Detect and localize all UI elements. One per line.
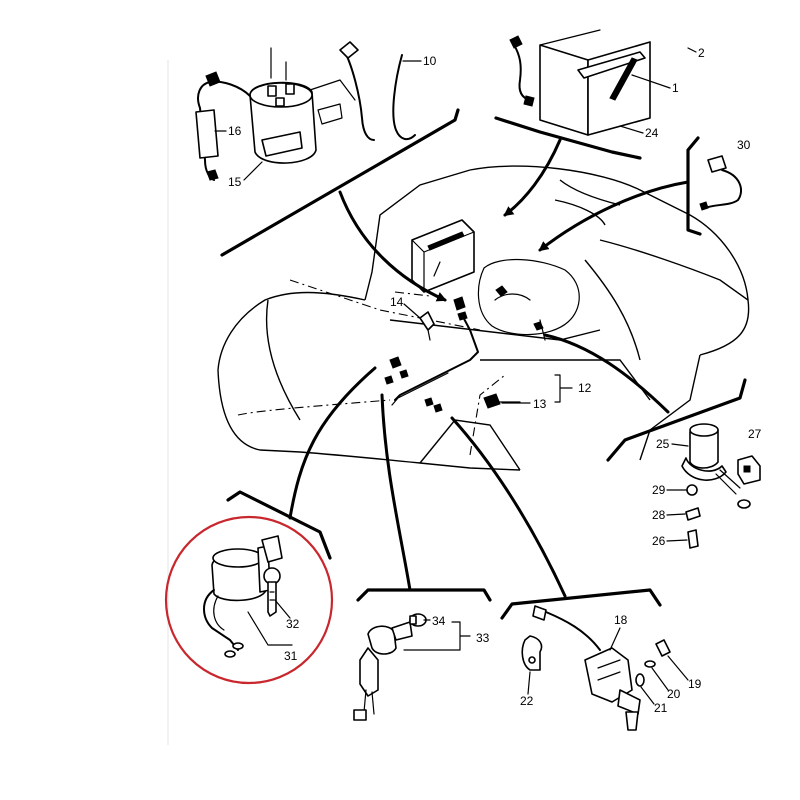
part-30-connector [699,155,742,211]
part-label-16: 16 [228,124,242,138]
dashed-reference-lines [237,279,506,456]
part-label-25: 25 [656,437,670,451]
part-label-26: 26 [652,534,666,548]
part-label-19: 19 [688,677,702,691]
battery-in-body [411,219,475,293]
part-label-12: 12 [578,381,592,395]
highlight-circle [164,515,334,685]
part-31-main-switch [203,545,271,658]
part-21-nut [635,673,645,687]
part-label-28: 28 [652,508,666,522]
bracket-bottom-right [500,588,662,620]
leader-1 [631,74,671,89]
leader-bottom-left [288,366,377,520]
part-label-33: 33 [476,631,490,645]
leader-top-left [338,190,447,302]
bracket-bottom-center [356,588,492,602]
part-14-switch [419,311,435,341]
part-2-battery-cable [509,35,535,107]
part-label-34: 34 [432,614,446,628]
part-26-bolt [687,529,699,549]
leader-19 [667,655,689,681]
leader-28 [666,513,686,516]
bracket-12-13 [554,374,573,403]
part-25-horn [681,423,751,509]
part-label-18: 18 [614,613,628,627]
leader-20 [651,667,669,691]
leader-25 [671,443,689,447]
part-28-washer [685,507,701,521]
part-22-clamp [521,635,543,671]
bracket-33-34 [403,619,471,651]
leader-26 [666,539,688,542]
leader-24 [619,125,644,134]
part-33-lamp-socket [353,621,413,721]
part-label-1: 1 [672,81,679,95]
part-1-battery-strap [577,51,646,101]
part-label-14: 14 [390,295,404,309]
part-label-20: 20 [667,687,681,701]
part-16-wire-lead [195,71,251,181]
leader-31 [247,611,293,646]
harness-bundle [477,259,580,341]
part-20-washer [644,660,656,668]
part-32-key [261,535,283,617]
part-label-32: 32 [286,617,300,631]
bracket-right [606,378,747,462]
part-label-29: 29 [652,483,666,497]
leader-bottom-center [380,393,412,592]
part-18-switch-assembly [532,605,641,731]
part-label-30: 30 [737,138,751,152]
part-label-10: 10 [423,54,437,68]
leader-right [543,333,670,414]
part-29-nut [686,484,698,496]
leader-bottom-right [450,416,567,598]
leader-top-right [538,180,690,252]
leader-21 [640,686,655,705]
bracket-bottom-left [226,490,332,560]
leader-15 [243,161,263,181]
part-label-31: 31 [284,649,298,663]
leader-32 [274,599,291,619]
part-label-27: 27 [748,427,762,441]
part-19-screw [655,639,671,657]
part-label-21: 21 [654,701,668,715]
part-15-starter-solenoid [249,47,317,164]
leader-top-center [503,138,562,217]
leader-22 [527,671,531,695]
part-label-13: 13 [533,397,547,411]
leader-14 [403,303,421,319]
bracket-top-right [686,136,702,236]
part-13-relay [483,393,521,409]
part-label-2: 2 [698,46,705,60]
bracket-top-center [494,116,642,160]
leader-2 [687,47,697,53]
main-harness [384,296,479,413]
part-27-connector [737,455,761,485]
part-10-cable [309,41,416,141]
bracket-top-left [220,108,460,257]
part-label-22: 22 [520,694,534,708]
leader-18 [609,627,621,651]
part-24-battery-box [539,29,651,136]
part-label-24: 24 [645,126,659,140]
part-label-15: 15 [228,175,242,189]
